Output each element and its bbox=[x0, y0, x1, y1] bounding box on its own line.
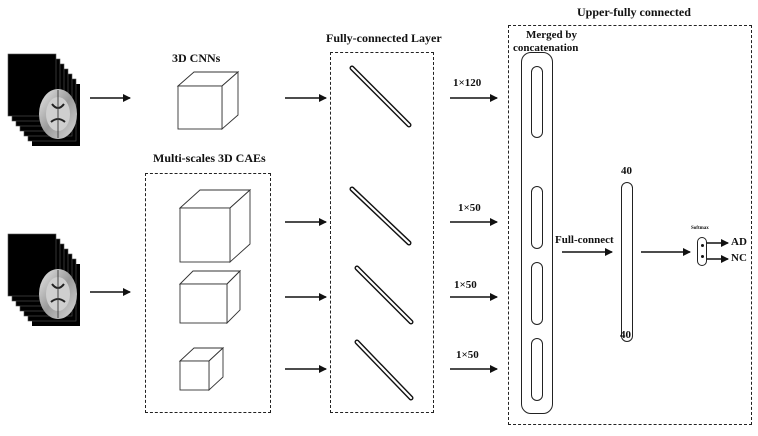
merged-segment-1 bbox=[531, 66, 543, 138]
cae-group-box bbox=[145, 173, 271, 413]
cnn-cube bbox=[176, 71, 240, 130]
label-40: 40 bbox=[621, 165, 632, 177]
softmax-dot-ad bbox=[701, 244, 704, 247]
softmax-dot-nc bbox=[701, 255, 704, 258]
label-softmax: Softmax bbox=[691, 226, 709, 231]
label-full-connect: Full-connect bbox=[555, 234, 614, 246]
mri-stack-top bbox=[7, 53, 80, 146]
label-dim-1x50-b: 1×50 bbox=[454, 279, 477, 291]
label-dim-1x50-a: 1×50 bbox=[458, 202, 481, 214]
label-ad: AD bbox=[731, 236, 747, 248]
cae-cube-medium bbox=[178, 269, 242, 325]
label-upper-fc: Upper-fully connected bbox=[577, 5, 691, 19]
fc-40-vector bbox=[621, 182, 633, 342]
label-multi-scale-caes: Multi-scales 3D CAEs bbox=[153, 151, 266, 165]
label-3d-cnns: 3D CNNs bbox=[172, 51, 221, 65]
fc-bar-1 bbox=[349, 65, 412, 128]
softmax-node bbox=[697, 237, 707, 266]
fc-layer-box bbox=[330, 52, 434, 413]
merged-segment-2 bbox=[531, 186, 543, 249]
label-dim-1x50-c: 1×50 bbox=[456, 349, 479, 361]
fc-bar-4 bbox=[354, 339, 414, 401]
label-40-bottom: 40 bbox=[620, 329, 631, 341]
merged-segment-3 bbox=[531, 262, 543, 325]
mri-stack-bottom bbox=[7, 233, 80, 326]
cae-cube-large bbox=[178, 188, 252, 264]
upper-fc-box bbox=[508, 25, 752, 425]
cae-cube-small bbox=[178, 346, 225, 392]
label-fc-layer: Fully-connected Layer bbox=[326, 31, 442, 45]
label-nc: NC bbox=[731, 252, 747, 264]
label-merged-line1: Merged by bbox=[526, 29, 578, 41]
merged-segment-4 bbox=[531, 338, 543, 401]
fc-bar-3 bbox=[354, 265, 414, 325]
label-merged-line2: concatenation bbox=[513, 42, 579, 54]
label-dim-1x120: 1×120 bbox=[453, 77, 482, 89]
fc-bar-2 bbox=[349, 186, 412, 246]
